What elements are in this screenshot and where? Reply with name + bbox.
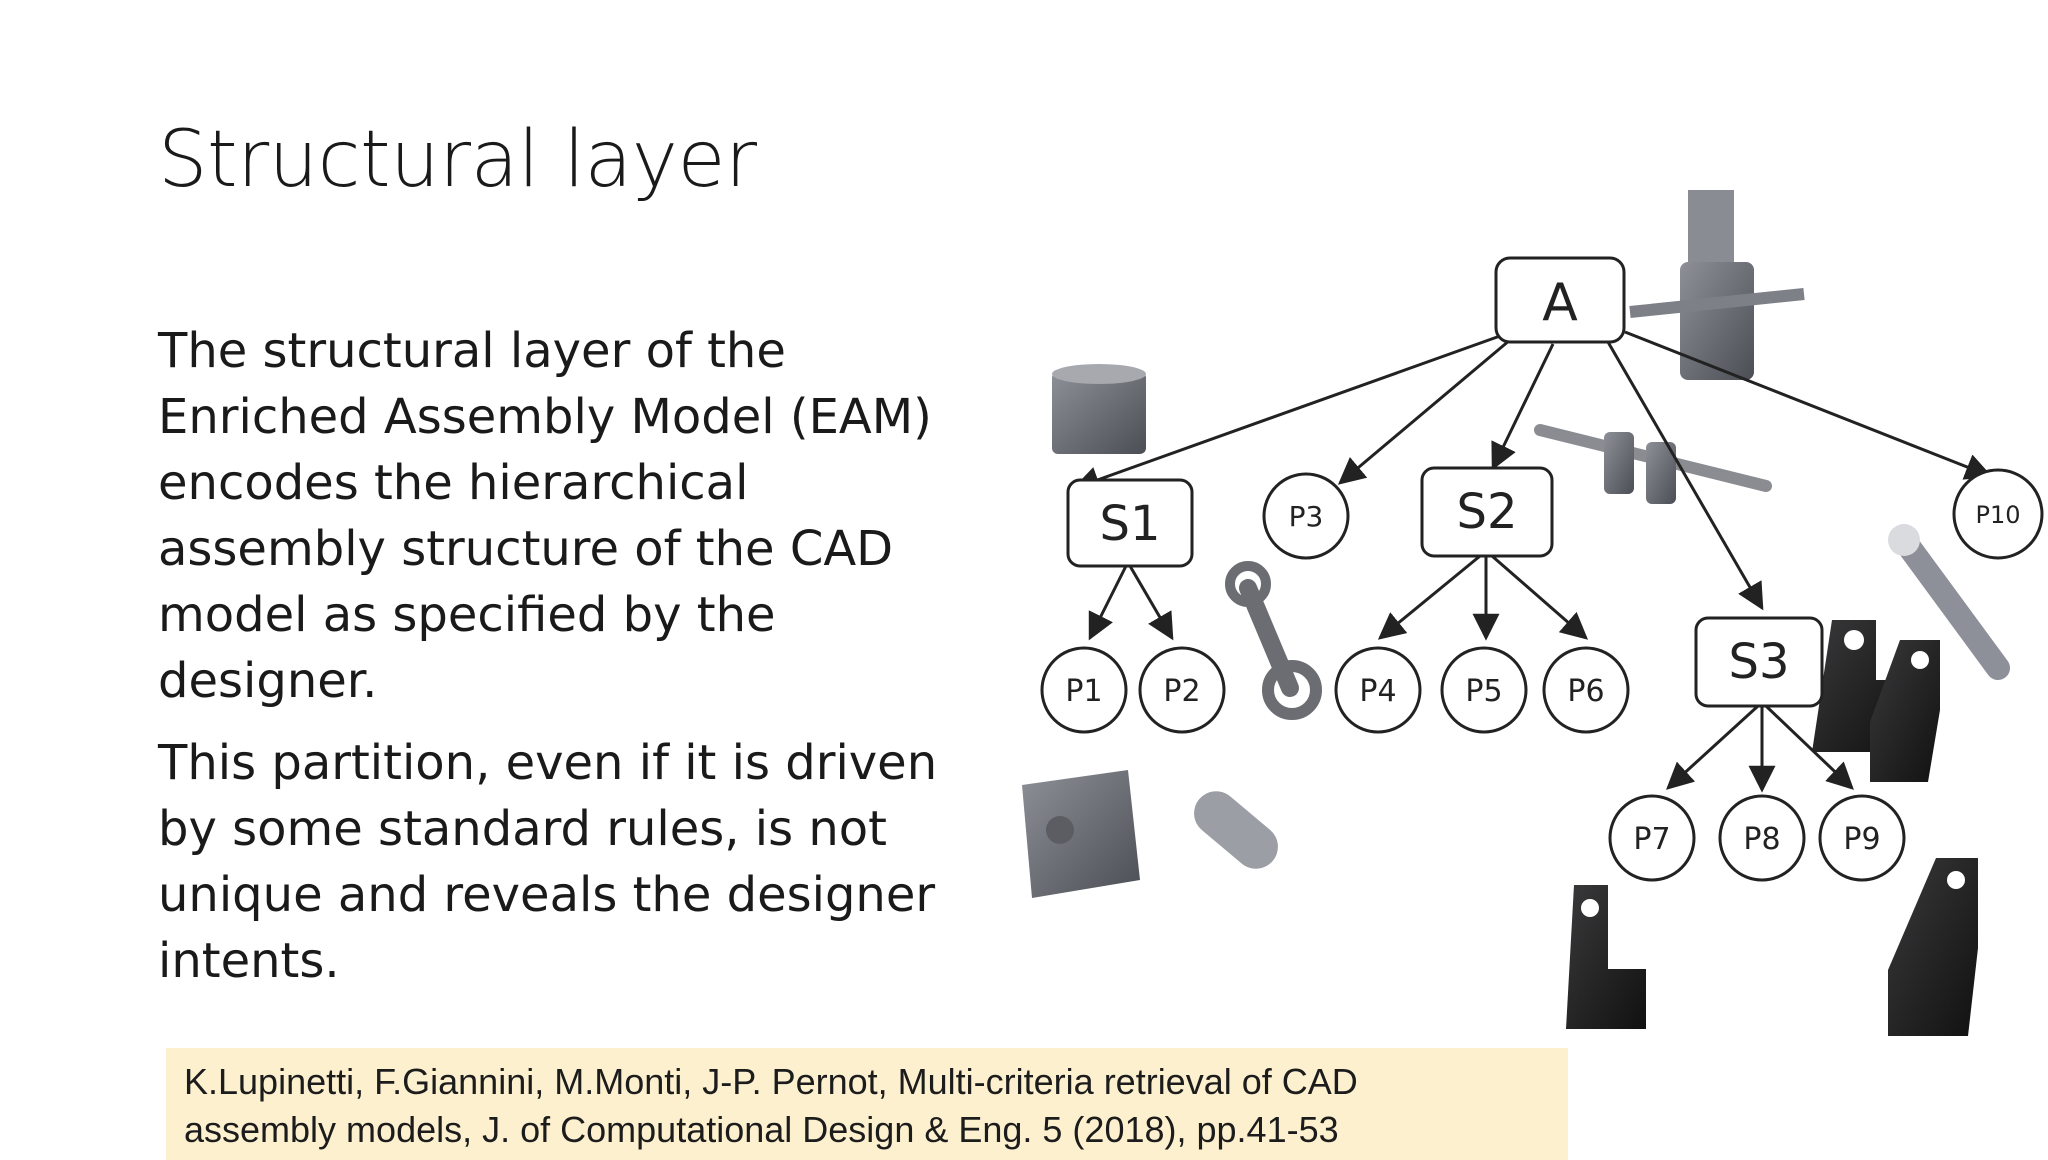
citation-line-1: K.Lupinetti, F.Giannini, M.Monti, J-P. P… (184, 1061, 1358, 1102)
node-s1: S1 (1066, 478, 1194, 568)
engine-assembly-illustration (1629, 190, 1805, 380)
node-s2: S2 (1420, 466, 1554, 558)
bracket-illustration-3 (1566, 885, 1646, 1029)
node-p2: P2 (1138, 646, 1226, 734)
node-s2-label: S2 (1456, 484, 1517, 540)
node-s1-label: S1 (1099, 496, 1160, 552)
node-s3: S3 (1694, 616, 1824, 708)
node-p8: P8 (1718, 794, 1806, 882)
node-a: A (1494, 256, 1626, 344)
slide-body: The structural layer of the Enriched Ass… (158, 318, 978, 1010)
arm-link-illustration (1888, 524, 2010, 680)
piston-illustration (1022, 770, 1140, 898)
node-a-label: A (1542, 273, 1578, 333)
node-p6: P6 (1542, 646, 1630, 734)
bracket-illustration-2 (1870, 640, 1940, 782)
svg-text:P9: P9 (1843, 822, 1880, 857)
crankshaft-illustration (1534, 424, 1772, 504)
svg-text:P4: P4 (1359, 674, 1396, 709)
node-p9: P9 (1818, 794, 1906, 882)
tree-edges (1072, 330, 1993, 793)
citation-box: K.Lupinetti, F.Giannini, M.Monti, J-P. P… (166, 1048, 1568, 1160)
node-p4: P4 (1334, 646, 1422, 734)
node-p3: P3 (1262, 472, 1350, 560)
bracket-illustration-4 (1888, 858, 1978, 1036)
node-p10: P10 (1952, 468, 2044, 560)
svg-text:P10: P10 (1975, 501, 2020, 529)
slide-title: Structural layer (158, 115, 757, 205)
connecting-rod-illustration (1225, 561, 1322, 720)
svg-text:P8: P8 (1743, 822, 1780, 857)
citation-line-2: assembly models, J. of Computational Des… (184, 1109, 1339, 1150)
svg-text:P7: P7 (1633, 822, 1670, 857)
pin-illustration (1194, 791, 1278, 869)
svg-text:P2: P2 (1163, 674, 1200, 709)
node-p1: P1 (1040, 646, 1128, 734)
svg-text:P5: P5 (1465, 674, 1502, 709)
paragraph-2: This partition, even if it is driven by … (158, 735, 938, 989)
svg-text:P3: P3 (1289, 500, 1324, 533)
svg-text:P1: P1 (1065, 674, 1102, 709)
svg-text:P6: P6 (1567, 674, 1604, 709)
node-p7: P7 (1608, 794, 1696, 882)
piston-block-illustration (1052, 364, 1146, 454)
node-p5: P5 (1440, 646, 1528, 734)
paragraph-1: The structural layer of the Enriched Ass… (158, 323, 932, 709)
node-s3-label: S3 (1728, 634, 1789, 690)
